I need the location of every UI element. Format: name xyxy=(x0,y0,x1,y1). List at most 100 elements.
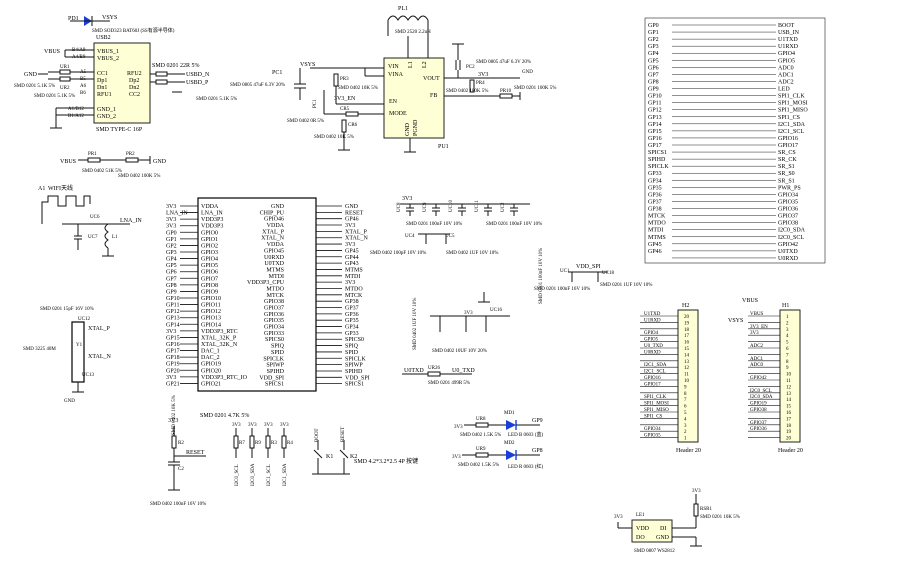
en-net: 3V3_EN xyxy=(334,96,356,102)
uart-resistor-block: U0TXD UR26 U0_TXD SMD 0201 499R 5% xyxy=(402,366,475,386)
mcu-right-net: MTDO xyxy=(345,286,363,292)
mcu-right-pin-name: SPID xyxy=(271,350,285,356)
divider-pr1-ref: PR1 xyxy=(88,152,97,157)
mcu-right-pin-name: MTMS xyxy=(266,267,284,273)
header-h2-pin-number: 19 xyxy=(684,321,690,326)
reset-c2-ref: C2 xyxy=(178,467,184,472)
ws2812-block: 3V3 LE1 VDD DO DI GND SMD 0807 WS2812 3V… xyxy=(614,489,740,554)
led2-r-ref: UR9 xyxy=(476,447,486,452)
buck-pin-vout: VOUT xyxy=(423,76,440,82)
mcu-right-pin-name: U0TXD xyxy=(264,261,284,267)
usb-gnd2: GND_2 xyxy=(97,114,116,120)
pullup-net: I2C1_SCL xyxy=(267,464,272,486)
uc7-ref: UC7 xyxy=(88,235,98,240)
cr6-ref: CR6 xyxy=(348,123,358,128)
pr3-label: SMD 0402 10K 5% xyxy=(338,86,378,91)
mcu-right-net: SPICS1 xyxy=(345,382,364,388)
header-h1-pin-number: 2 xyxy=(786,321,789,326)
mcu-left-net: 3V3 xyxy=(166,217,176,223)
usb-dp1: Dp1 xyxy=(97,78,107,84)
header-h2-net: U0_TXD xyxy=(644,344,663,349)
pullup-3v3: 3V3 xyxy=(248,423,257,428)
mcu-right-net: 3V3 xyxy=(345,280,355,286)
gpio-table-right-cell: GPIO37 xyxy=(778,214,798,220)
gpio-table-left-cell: GP0 xyxy=(648,23,659,29)
gpio-table-right-cell: ADC2 xyxy=(778,79,794,85)
uart-resistor-label: SMD 0201 499R 5% xyxy=(428,381,470,386)
divider-pr2-label: SMD 0402 100K 5% xyxy=(118,174,160,179)
usb-rfu2: RFU2 xyxy=(127,71,142,77)
gpio-table-left-cell: GP34 xyxy=(648,178,662,184)
power-vsys: VSYS xyxy=(300,62,315,68)
decap-label-8: SMD 0201 100nF 10V 10% xyxy=(539,248,544,304)
header-h1-net: ADC0 xyxy=(750,363,764,368)
decap-uc1: UC1 xyxy=(560,269,570,274)
mcu-left-pin-name: GPIO0 xyxy=(201,230,218,236)
decap-3v3: 3V3 xyxy=(402,196,412,202)
mcu-right-net: RESET xyxy=(345,210,364,216)
gpio-table-left-cell: MTMS xyxy=(648,235,666,241)
gpio-table-left-cell: SPIHD xyxy=(648,157,666,163)
mcu-right-net: 3V3 xyxy=(345,242,355,248)
header-h1-pin-number: 10 xyxy=(786,373,792,378)
pr4-ref: PR4 xyxy=(476,81,485,86)
header-h2-net: U1TXD xyxy=(644,312,661,317)
gpio-table-right-cell: U1TXD xyxy=(778,37,798,43)
crystal-c13: UC13 xyxy=(82,373,94,378)
gpio-table-right-cell: GPIO16 xyxy=(778,136,798,142)
led2-ref: MD2 xyxy=(504,441,515,446)
mcu-left-pin-name: GPIO19 xyxy=(201,362,221,368)
header-h2-pin-number: 12 xyxy=(684,366,690,371)
led2-red xyxy=(506,450,516,460)
mcu-right-pin-name: SPIHD xyxy=(267,369,285,375)
gpio-table-right-cell: I2C0_SCL xyxy=(778,235,804,241)
decap-label-9: SMD 0402 1UF 10V 10% xyxy=(413,298,418,350)
buck-pin-pgnd: PGND xyxy=(413,119,419,136)
usb-dp-resistor xyxy=(155,71,168,77)
uc6-ref: UC6 xyxy=(90,215,100,220)
mcu-right-net: VDD_SPI xyxy=(345,375,370,381)
mcu-right-pin-name: VDD3P3_CPU xyxy=(247,280,285,286)
header-h1-pin-number: 18 xyxy=(786,424,792,429)
usb-cc-resistor-2 xyxy=(59,76,71,82)
gpio-table-right-cell: U1RXD xyxy=(778,44,799,50)
inductor-ref: PL1 xyxy=(398,6,408,12)
decap-label-3: SMD 0402 100pF 10V 10% xyxy=(370,251,426,256)
usb-rfu1: RFU1 xyxy=(97,92,112,98)
ws2812-label: SMD 0807 WS2812 xyxy=(634,549,675,554)
header-h2-pin-number: 14 xyxy=(684,353,690,358)
led1-r-ref: UR8 xyxy=(476,417,486,422)
header-h2-pin-number: 2 xyxy=(684,430,687,435)
header-h2: H2 20U1TXD19U1RXD1817GPIO416GPIO515U0_TX… xyxy=(640,303,701,454)
usb-r1-ref: UR1 xyxy=(60,65,70,70)
diode-label: SMD SOD323 BAT60J (SS有源半导体) xyxy=(92,27,175,34)
gpio-table-right-cell: I2C0_SDA xyxy=(778,228,806,234)
gpio-table-right-cell: ADC1 xyxy=(778,72,794,78)
decap-uc18: UC18 xyxy=(602,271,614,276)
header-h1-pin-number: 8 xyxy=(786,360,789,365)
gpio-table-left-cell: GP13 xyxy=(648,115,662,121)
gpio-table-left-cell: MTCK xyxy=(648,214,666,220)
boot-net: BOOT xyxy=(315,428,320,442)
power-3v3: 3V3 xyxy=(478,72,488,78)
gpio-table-right-cell: SR_CS xyxy=(778,150,796,156)
usb-rdp-label: SMD 0201 22R 5% xyxy=(152,63,200,69)
gpio-table-left-cell: GP37 xyxy=(648,199,662,205)
header-h2-pin-number: 16 xyxy=(684,341,690,346)
gpio-table-right-cell: SPI1_MOSI xyxy=(778,101,808,107)
pc2-ref: PC2 xyxy=(466,65,475,70)
header-h1-net: GPIO37 xyxy=(750,421,767,426)
mcu-left-pin-name: LNA_IN xyxy=(201,211,223,217)
header-h2-rows: 20U1TXD19U1RXD1817GPIO416GPIO515U0_TXD14… xyxy=(640,312,690,442)
header-h1-pin-number: 16 xyxy=(786,411,792,416)
gpio-table-right-cell: PWR_PS xyxy=(778,185,801,191)
gpio-table-right-cell: SR_CK xyxy=(778,157,797,163)
mcu-right-net: GP38 xyxy=(345,299,359,305)
mcu-left-pin-name: VDD3P3_RTC_IO xyxy=(201,375,248,381)
mcu-right-pin-name: GPIO33 xyxy=(264,331,284,337)
decap-uc5: UC5 xyxy=(445,234,455,239)
divider-pr1-label: SMD 0402 51K 5% xyxy=(82,169,122,174)
header-h1-pin-number: 6 xyxy=(786,347,789,352)
header-h2-net: U0RXD xyxy=(644,350,661,355)
